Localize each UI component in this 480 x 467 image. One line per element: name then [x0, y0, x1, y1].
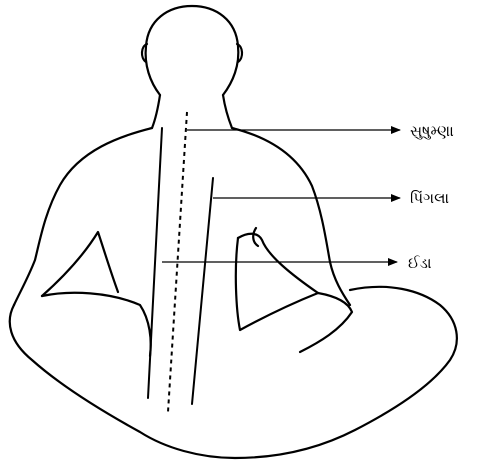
right-hand-tip [253, 228, 258, 246]
neck-outline-left [152, 95, 160, 128]
pingala-channel [192, 178, 213, 404]
label-ida: ઈડા [408, 254, 432, 272]
ida-channel [148, 128, 162, 398]
label-pingala: પિંગલા [410, 189, 449, 207]
legs-outline [10, 287, 457, 458]
label-sushumna: સુષુમ્ણા [410, 122, 454, 140]
left-shoulder [14, 128, 152, 305]
neck-outline-right [223, 95, 232, 128]
right-arm-inner [238, 234, 318, 293]
left-arm-inner [42, 232, 118, 296]
right-shoulder [232, 128, 350, 305]
head-outline [146, 6, 239, 95]
right-leg-fold [300, 293, 352, 352]
left-leg-fold [42, 293, 151, 356]
